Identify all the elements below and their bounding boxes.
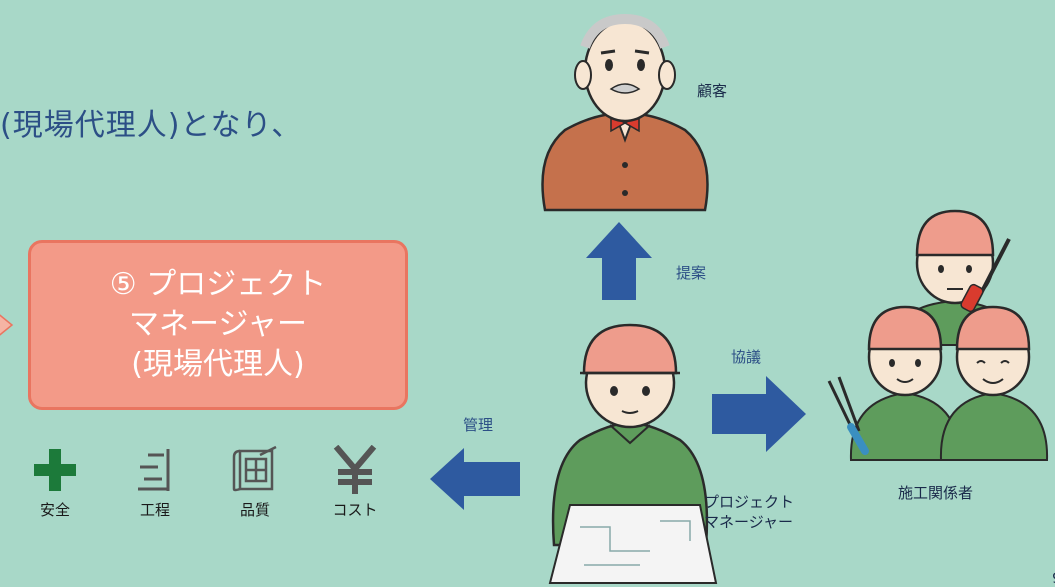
propose-label: 提案 [676,264,707,282]
page-number: 9 [1052,571,1055,587]
customer-label: 顧客 [697,82,728,100]
pm-label: プロジェクト マネージャー [704,492,794,532]
plus-icon [34,449,76,491]
contractors-illustration [827,209,1049,461]
control-cost: コスト [320,445,390,520]
control-schedule: 工程 [120,445,190,520]
control-cost-label: コスト [332,501,378,519]
pm-label-line-2: マネージャー [704,513,793,531]
yen-icon [333,445,377,494]
contractors-label: 施工関係者 [898,484,974,502]
role-box: ⑤ プロジェクト マネージャー (現場代理人) [28,240,408,410]
propose-arrow [586,222,652,300]
control-safety-label: 安全 [39,501,70,519]
step-pointer-arrow [0,314,14,336]
pm-label-line-1: プロジェクト [704,493,795,511]
control-schedule-label: 工程 [139,501,170,519]
customer-illustration [541,13,709,212]
consult-label: 協議 [731,348,762,366]
manage-label: 管理 [463,416,494,434]
project-manager-illustration [548,323,718,584]
consult-arrow [712,376,806,452]
control-quality: 品質 [220,445,290,520]
blueprint-icon [232,445,277,492]
role-box-line-2: マネージャー [129,307,307,342]
process-chart-icon [138,449,170,491]
manage-arrow [430,448,520,510]
control-quality-label: 品質 [239,501,270,519]
role-box-line-3: (現場代理人) [131,347,305,382]
role-box-line-1: ⑤ プロジェクト [109,267,327,302]
intro-text: (現場代理人)となり、 [0,108,303,143]
control-safety: 安全 [20,445,90,520]
